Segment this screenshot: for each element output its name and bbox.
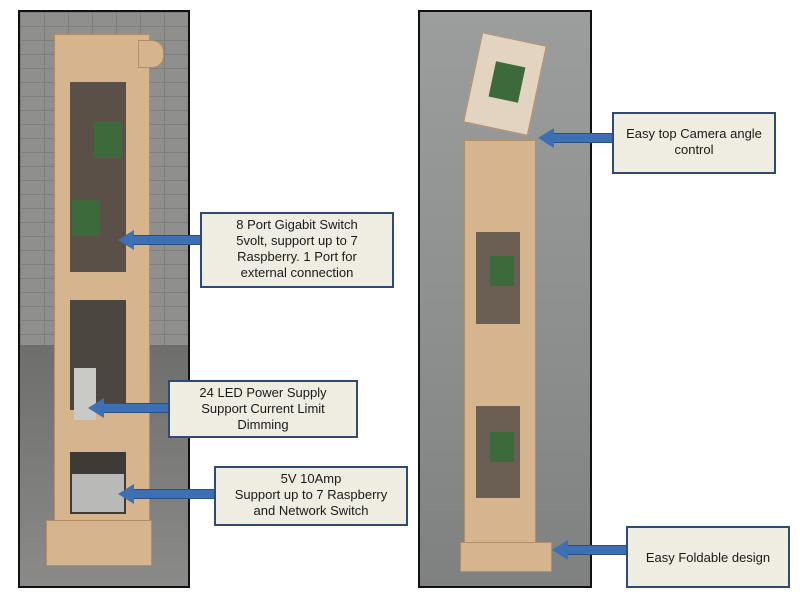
foldable-arrow (552, 540, 628, 560)
foldable-callout: Easy Foldable design (626, 526, 790, 588)
led-power-callout-line-1: 24 LED Power Supply (199, 385, 327, 400)
upper-compartment (70, 82, 126, 272)
wooden-tower (464, 140, 536, 572)
network-switch-board (72, 200, 100, 236)
power-supply-callout-line-1: 5V 10Amp (280, 471, 342, 486)
led-power-callout-line-3: Dimming (237, 417, 289, 432)
power-supply-callout: 5V 10Amp Support up to 7 Raspberry and N… (214, 466, 408, 526)
foldable-callout-line-1: Easy Foldable design (645, 550, 771, 565)
power-supply-callout-line-3: and Network Switch (253, 503, 369, 518)
power-supply-arrow (118, 484, 216, 504)
led-power-callout: 24 LED Power Supply Support Current Limi… (168, 380, 358, 438)
led-power-callout-line-2: Support Current Limit (201, 401, 325, 416)
switch-callout-line-3: Raspberry. 1 Port for (237, 249, 357, 264)
folding-hinge-base (460, 542, 552, 572)
led-power-arrow (88, 398, 172, 418)
raspberry-board-lower (490, 432, 514, 462)
raspberry-board-1 (94, 122, 122, 158)
power-supply-callout-line-2: Support up to 7 Raspberry (234, 487, 388, 502)
switch-callout-line-4: external connection (240, 265, 354, 280)
switch-arrow (118, 230, 202, 250)
camera-callout-line-2: control (674, 142, 714, 157)
switch-callout-line-1: 8 Port Gigabit Switch (236, 217, 358, 232)
tower-top-bracket (138, 40, 164, 68)
raspberry-board-upper (490, 256, 514, 286)
switch-callout: 8 Port Gigabit Switch 5volt, support up … (200, 212, 394, 288)
camera-callout-line-1: Easy top Camera angle (626, 126, 762, 141)
camera-callout: Easy top Camera angle control (612, 112, 776, 174)
power-supply-unit (72, 474, 124, 512)
tower-base (46, 520, 152, 566)
left-tower-photo (18, 10, 190, 588)
right-tower-photo (418, 10, 592, 588)
camera-arrow (538, 128, 614, 148)
switch-callout-line-2: 5volt, support up to 7 (236, 233, 358, 248)
